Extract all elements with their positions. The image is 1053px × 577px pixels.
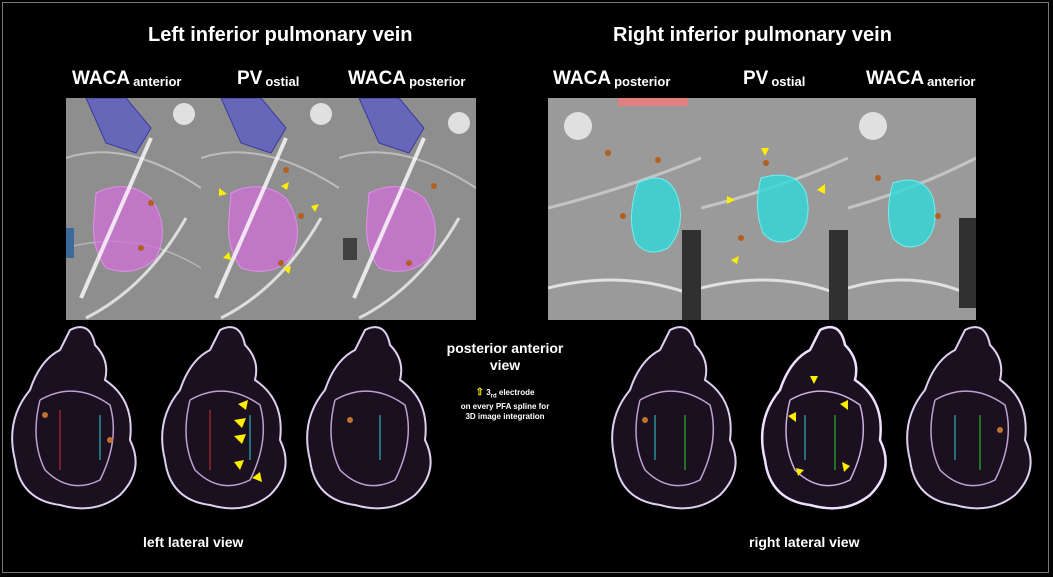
- right-caption: right lateral view: [749, 534, 860, 550]
- legend-line3: 3D image integration: [465, 411, 545, 421]
- center-view-label: posterior anterior view: [445, 340, 565, 374]
- fluoro-panel-right-3: [848, 98, 976, 320]
- model-3d-right-3: [900, 320, 1040, 520]
- fluoro-panel-left-1: [66, 98, 201, 320]
- electrode-legend: ⇧ 3rd electrode on every PFA spline for …: [440, 388, 570, 422]
- model-3d-left-3: [300, 320, 440, 520]
- fluoro-panel-left-2: [201, 98, 339, 320]
- model-3d-right-1: [600, 320, 750, 520]
- model-3d-right-2: [750, 320, 900, 520]
- fluoro-panel-right-1: [548, 98, 701, 320]
- view-label-line1: posterior anterior: [446, 340, 564, 356]
- model-3d-left-2: [150, 320, 300, 520]
- fluoro-panel-right-2: [701, 98, 848, 320]
- left-caption: left lateral view: [143, 534, 244, 550]
- view-label-line2: view: [489, 357, 521, 373]
- legend-line2: on every PFA spline for: [460, 401, 550, 411]
- right-title: Right inferior pulmonary vein: [613, 24, 892, 46]
- model-3d-left-1: [0, 320, 150, 520]
- fluoro-panel-left-3: [339, 98, 476, 320]
- arrow-up-icon: ⇧: [475, 387, 484, 398]
- left-title: Left inferior pulmonary vein: [148, 24, 413, 46]
- legend-line1: ⇧ 3rd electrode: [475, 387, 535, 400]
